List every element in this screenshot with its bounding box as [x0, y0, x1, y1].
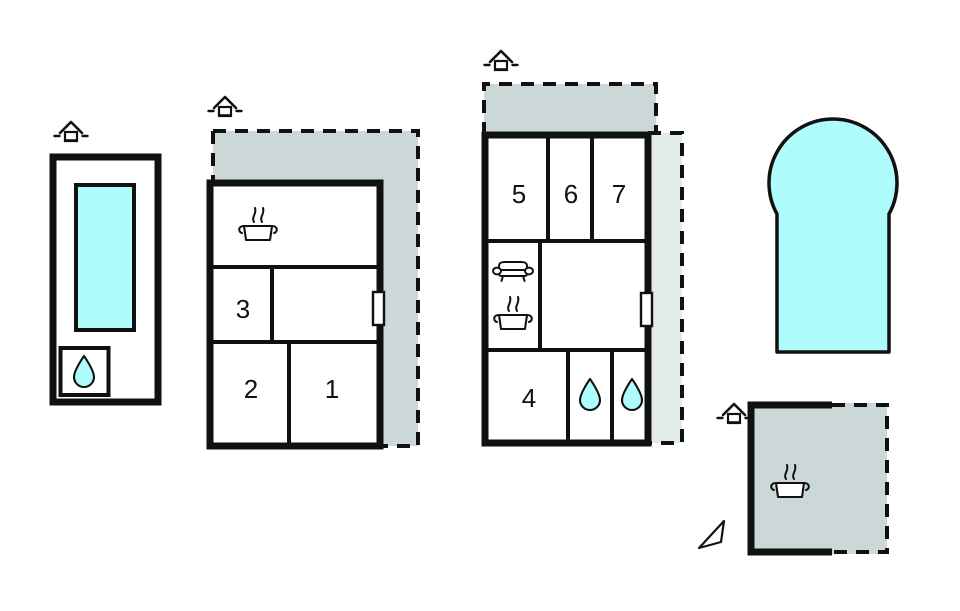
room-label-7: 7: [612, 179, 626, 209]
room-label-3: 3: [236, 294, 250, 324]
door-window-marker[interactable]: [371, 290, 386, 327]
building-2-entrance-marker: [207, 95, 243, 118]
building-2[interactable]: 3 2 1: [206, 95, 420, 450]
building-2-outer-wall: [206, 179, 384, 450]
room-label-1: 1: [325, 374, 339, 404]
building-3-entrance-marker: [483, 49, 519, 72]
building-3[interactable]: 5 6 7 4: [481, 49, 684, 447]
building-1-indoor-pool[interactable]: [74, 183, 136, 332]
building-4-terrace[interactable]: [749, 403, 887, 554]
building-4-outer-wall: [747, 401, 832, 556]
building-4-open-boundary: [832, 403, 889, 554]
room-label-6: 6: [564, 179, 578, 209]
room-label-2: 2: [244, 374, 258, 404]
building-1-entrance-marker: [53, 120, 89, 143]
building-1[interactable]: [49, 120, 162, 406]
room-label-5: 5: [512, 179, 526, 209]
building-3-terrace-east[interactable]: [648, 131, 684, 445]
door-window-marker[interactable]: [639, 291, 654, 328]
building-2-terrace[interactable]: [211, 129, 420, 448]
swimming-pool-shape[interactable]: [767, 117, 899, 354]
room-label-4: 4: [522, 383, 536, 413]
building-3-terrace-north[interactable]: [482, 82, 658, 135]
building-4[interactable]: [697, 401, 889, 556]
north-arrow-icon: [697, 519, 726, 550]
building-4-entrance-marker: [716, 402, 752, 425]
swimming-pool[interactable]: [767, 117, 899, 354]
